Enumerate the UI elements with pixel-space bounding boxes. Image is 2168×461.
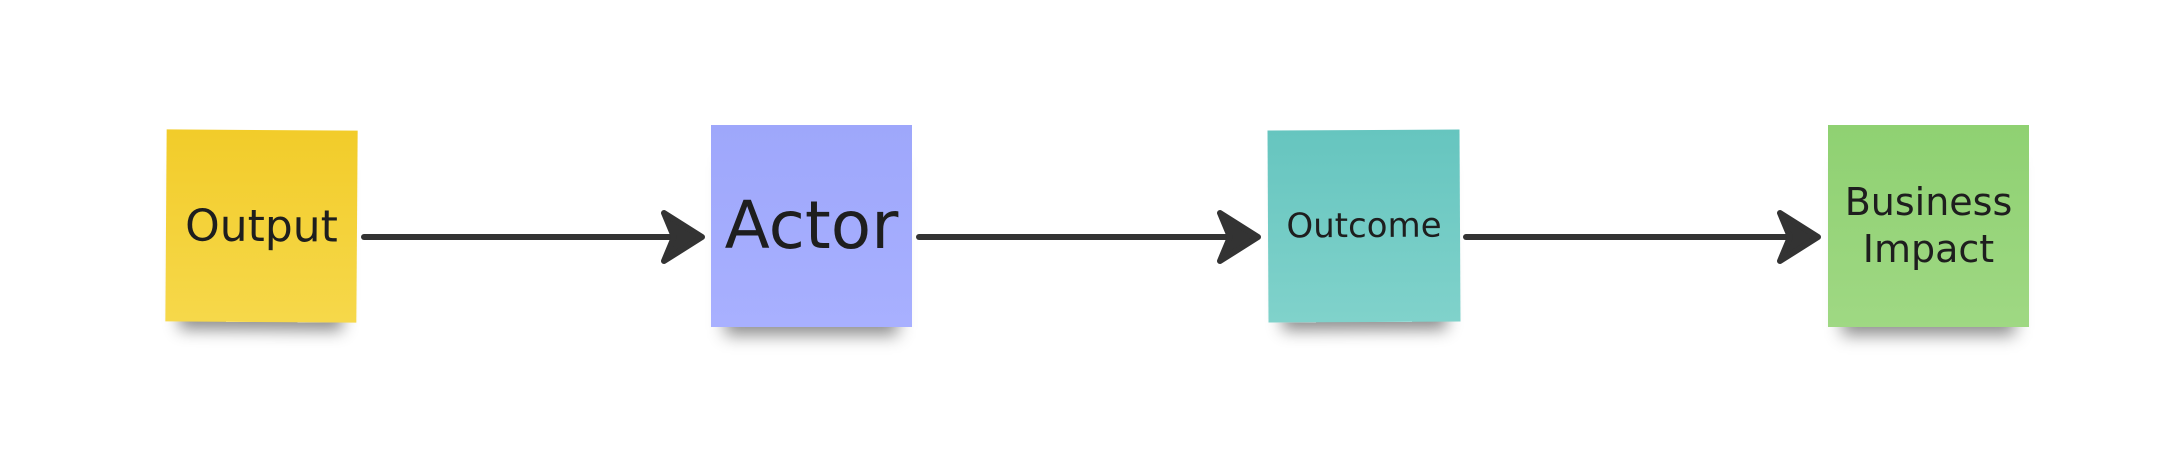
arrow-actor-to-outcome[interactable] — [916, 210, 1261, 264]
note-label-actor: Actor — [724, 186, 899, 264]
sticky-note-outcome[interactable]: Outcome — [1267, 129, 1461, 323]
arrow-outcome-to-business-impact[interactable] — [1463, 210, 1821, 264]
note-label-outcome: Outcome — [1286, 205, 1442, 247]
arrow-output-to-actor[interactable] — [361, 210, 705, 264]
sticky-note-output[interactable]: Output — [165, 129, 358, 323]
sticky-note-business-impact[interactable]: Business Impact — [1828, 125, 2029, 327]
note-label-business-impact: Business Impact — [1844, 179, 2013, 272]
sticky-note-actor[interactable]: Actor — [711, 125, 912, 327]
note-label-output: Output — [184, 199, 339, 253]
